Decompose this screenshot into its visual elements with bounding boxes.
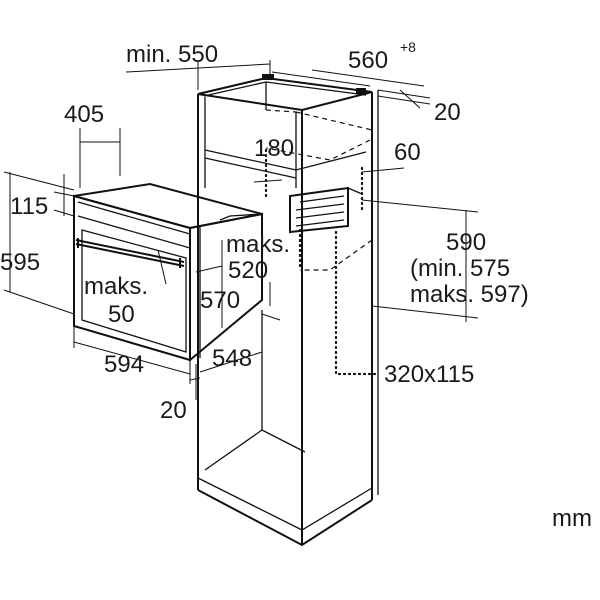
dimension-labels: min. 550 560 +8 20 405 180 60 115 maks. … xyxy=(0,39,592,532)
label-595: 595 xyxy=(0,249,40,276)
label-590-min: (min. 575 xyxy=(410,255,510,282)
label-180: 180 xyxy=(254,135,294,162)
label-50: 50 xyxy=(108,301,135,328)
label-590: 590 xyxy=(446,229,486,256)
label-590-max: maks. 597) xyxy=(410,281,529,308)
label-maks-50: maks. xyxy=(84,273,148,300)
label-20-top: 20 xyxy=(434,99,461,126)
vent-opening xyxy=(289,186,363,234)
label-maks-520: maks. xyxy=(226,231,290,258)
label-405: 405 xyxy=(64,101,104,128)
label-594: 594 xyxy=(104,351,144,378)
label-560: 560 xyxy=(348,47,388,74)
label-vent-320x115: 320x115 xyxy=(384,361,474,388)
label-520: 520 xyxy=(228,257,268,284)
dimension-lines xyxy=(3,60,479,400)
dotted-leaders xyxy=(264,148,380,376)
niche-outline xyxy=(265,100,373,271)
label-570: 570 xyxy=(200,287,240,314)
label-unit-mm: mm xyxy=(552,505,592,532)
label-20-bottom: 20 xyxy=(160,397,187,424)
label-115: 115 xyxy=(10,193,48,220)
label-548: 548 xyxy=(212,345,252,372)
label-60: 60 xyxy=(394,139,421,166)
label-560-tolerance: +8 xyxy=(400,39,416,55)
label-min-550: min. 550 xyxy=(126,41,218,68)
